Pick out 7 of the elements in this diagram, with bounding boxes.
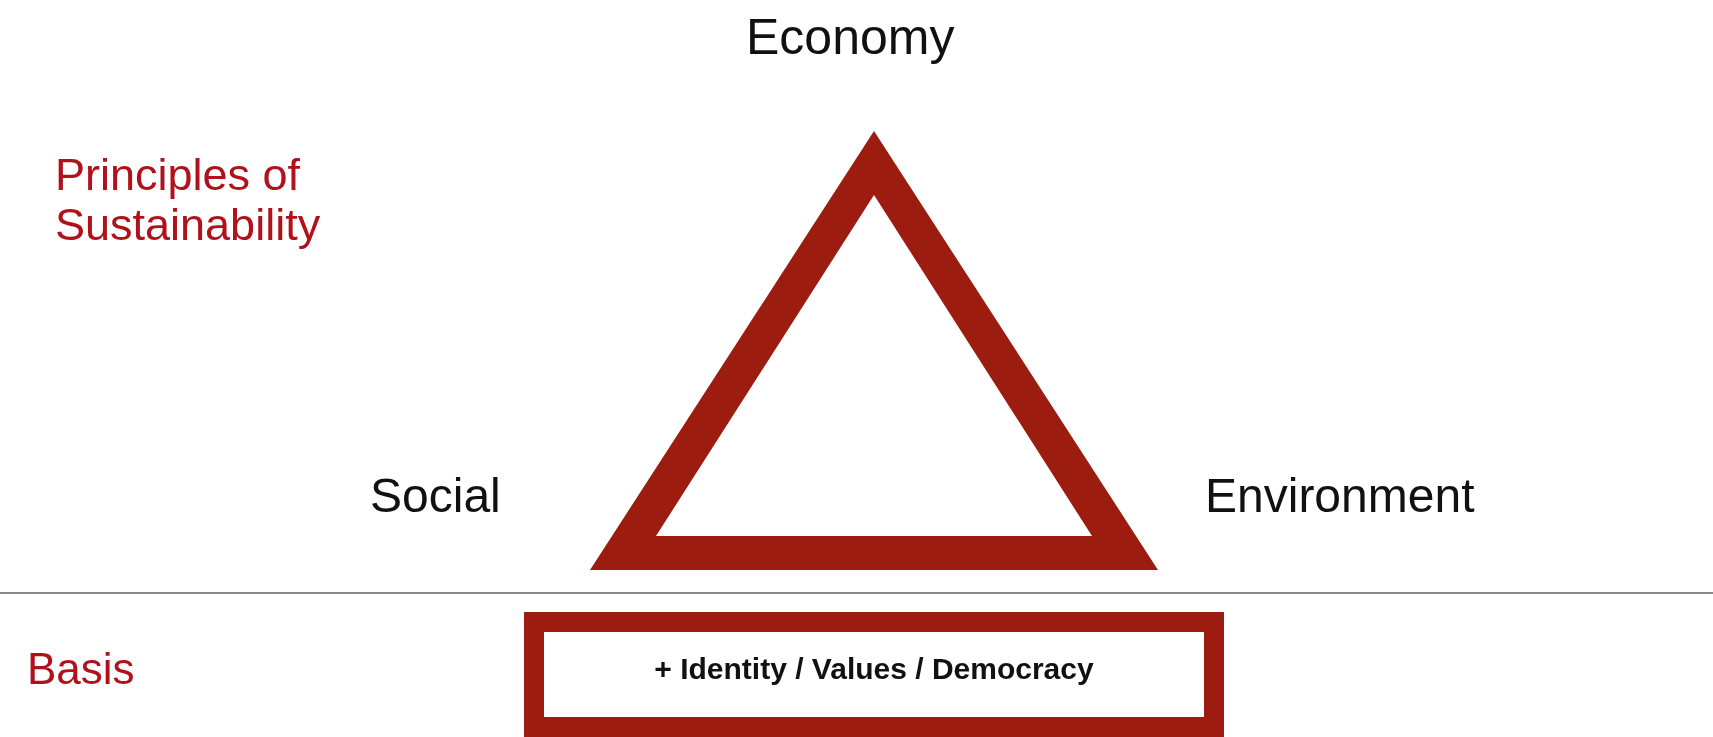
heading-text: Principles of Sustainability — [55, 150, 322, 249]
section-label: Basis — [27, 645, 135, 694]
vertex-label: Social — [370, 470, 501, 523]
basis-box — [524, 612, 1224, 737]
vertex-label: Environment — [1205, 470, 1475, 523]
vertex-label: Economy — [746, 10, 955, 65]
basis-text: + Identity / Values / Democracy — [654, 652, 1094, 686]
